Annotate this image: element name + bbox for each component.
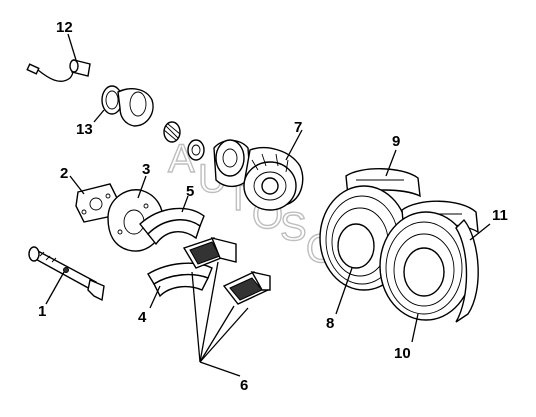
part-labels: 12 13 2 3 5 7 9 11 1 4 8 10 6 [38, 19, 508, 394]
label-13: 13 [76, 121, 93, 138]
part-2-bracket [69, 175, 119, 223]
part-7-hub [213, 129, 304, 211]
label-9: 9 [392, 133, 400, 150]
label-3: 3 [142, 161, 150, 178]
part-10-11-brake-drum [379, 200, 491, 343]
label-11: 11 [492, 207, 508, 224]
label-6: 6 [240, 377, 248, 394]
label-4: 4 [138, 309, 147, 326]
watermark-letter-s: S [280, 205, 307, 249]
part-12-wear-sensor [26, 33, 91, 82]
label-5: 5 [186, 183, 194, 200]
bearing-spring [163, 121, 205, 161]
part-5-brake-shoe [139, 195, 205, 246]
label-1: 1 [38, 303, 46, 320]
part-4-brake-shoe [147, 262, 213, 309]
part-1-camshaft [28, 246, 105, 305]
label-12: 12 [56, 19, 73, 36]
part-13-seal [93, 85, 154, 127]
part-8-9-brake-drum [319, 149, 421, 315]
label-7: 7 [294, 119, 302, 136]
label-8: 8 [326, 315, 334, 332]
label-2: 2 [60, 165, 68, 182]
part-6-brake-linings [182, 236, 271, 377]
label-10: 10 [394, 345, 411, 362]
